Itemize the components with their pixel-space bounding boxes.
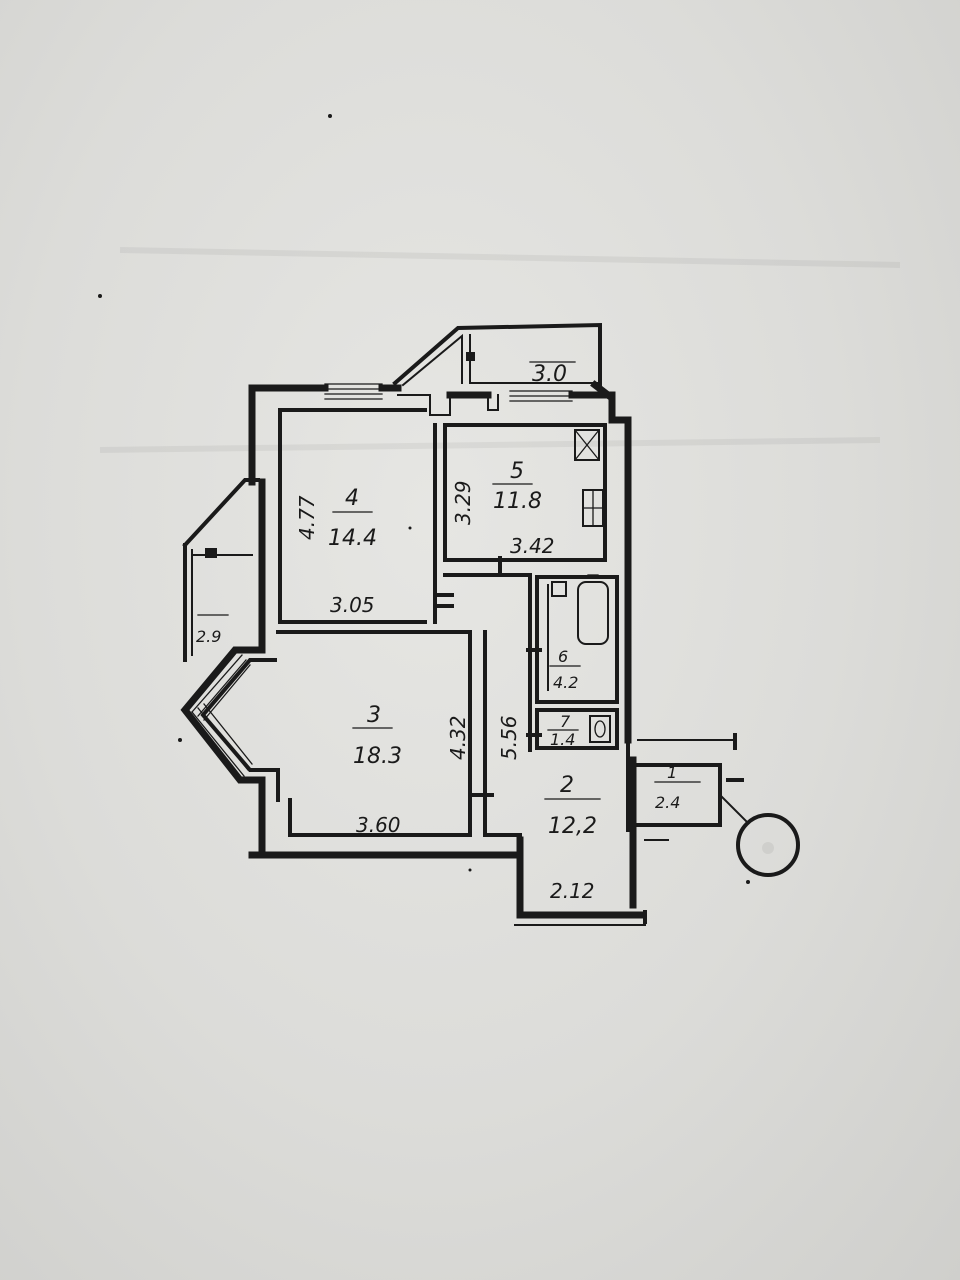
room-7-number: 7 [560, 712, 571, 731]
room-2-area: 12,2 [548, 814, 597, 839]
room-6-number: 6 [558, 647, 568, 666]
toilet-icon [589, 715, 611, 743]
balcony-left-area: 2.9 [196, 627, 221, 646]
dim-hall-width: 2.12 [550, 879, 595, 903]
interior-walls [276, 408, 722, 841]
room-2-number: 2 [560, 773, 574, 798]
balcony-top-area: 3.0 [532, 362, 567, 387]
stove-icon [574, 429, 600, 461]
outer-walls [180, 384, 736, 926]
left-balcony [182, 478, 260, 662]
room-5-area: 11.8 [493, 489, 542, 514]
dim-room4-height: 4.77 [295, 495, 319, 540]
bath-sink-icon [551, 581, 567, 597]
fixtures [433, 429, 744, 924]
dim-room3-width: 3.60 [356, 813, 401, 837]
bathtub-icon [577, 581, 609, 645]
room-3-area: 18.3 [353, 744, 402, 769]
windows-top [324, 383, 573, 416]
room-5-number: 5 [510, 459, 524, 484]
dim-room4-width: 3.05 [330, 593, 375, 617]
dim-room3-height: 4.32 [446, 715, 470, 760]
door-marks [433, 556, 744, 924]
stair-marker [718, 793, 800, 884]
room-6-area: 4.2 [553, 673, 578, 692]
bay-window [191, 654, 253, 777]
specks [98, 114, 472, 872]
dimension-labels: 4.77 3.05 3.29 3.42 4.32 5.56 3.60 2.12 [295, 480, 595, 903]
room-4-number: 4 [345, 486, 359, 511]
room-labels: 4 14.4 5 11.8 3 18.3 6 4.2 7 1.4 2 12,2 … [196, 361, 701, 839]
scan-artifacts [99, 247, 901, 453]
room-1-area: 2.4 [655, 793, 680, 812]
room-3-number: 3 [367, 703, 381, 728]
dim-room5-width: 3.42 [510, 534, 555, 558]
dim-room5-height: 3.29 [451, 480, 475, 525]
dim-hall-length: 5.56 [497, 715, 521, 760]
room-7-area: 1.4 [550, 730, 575, 749]
room-1-number: 1 [667, 763, 677, 782]
top-balcony [392, 322, 613, 400]
room-4-area: 14.4 [328, 526, 377, 551]
